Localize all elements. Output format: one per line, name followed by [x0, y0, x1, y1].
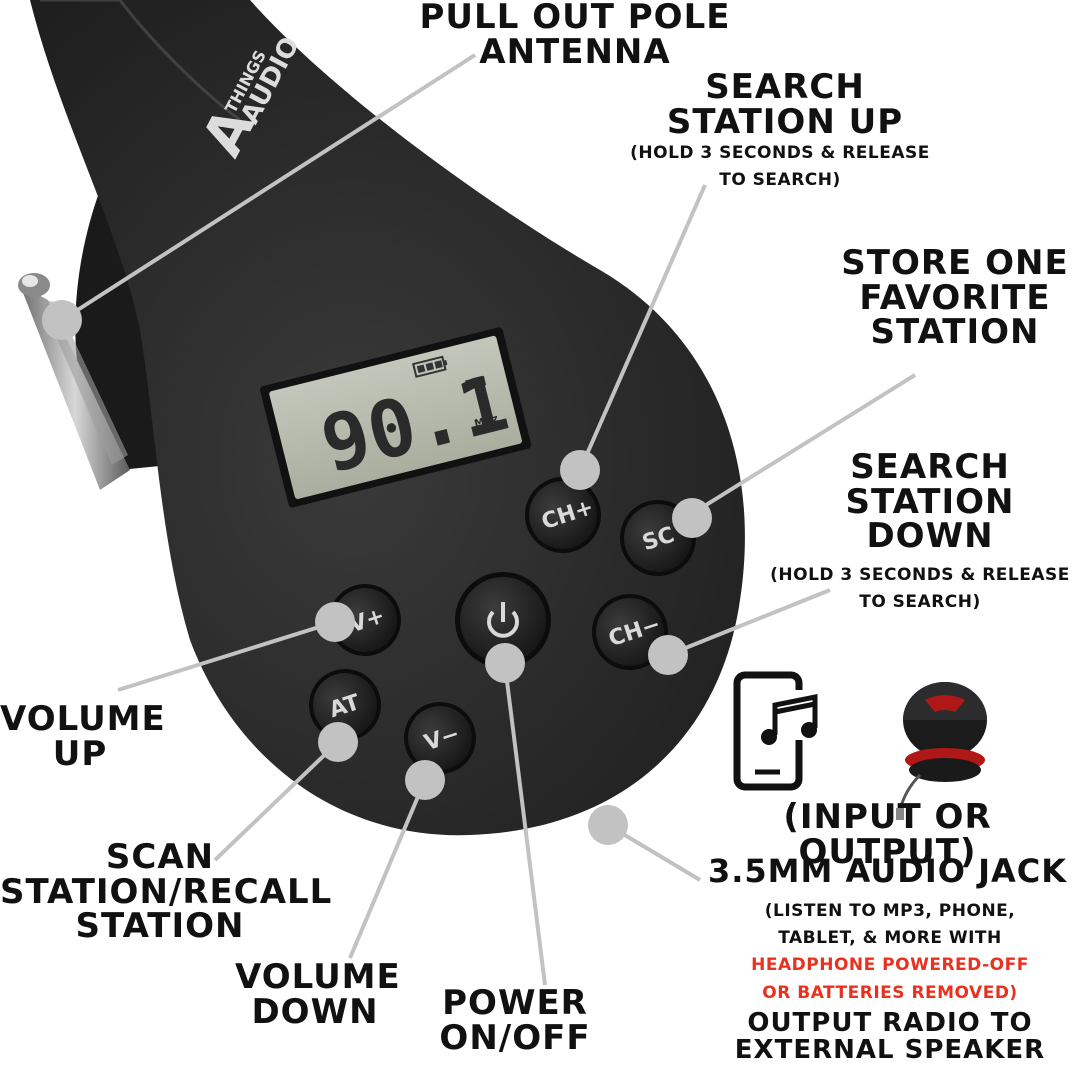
power-icon: [487, 602, 519, 638]
power-button[interactable]: [455, 572, 551, 668]
v-down-button[interactable]: V−: [395, 693, 486, 784]
ch-up-button[interactable]: CH+: [515, 467, 611, 563]
band-label: FM: [463, 374, 488, 394]
callout-dots: [42, 300, 712, 845]
at-button[interactable]: AT: [300, 660, 391, 751]
pole-antenna: [18, 273, 130, 490]
callout-lines: [60, 53, 917, 986]
jack-title: (INPUT OR OUTPUT): [783, 797, 992, 872]
jack-note: (LISTEN TO MP3, PHONE, TABLET, & MORE WI…: [751, 901, 1029, 1003]
battery-icon: [412, 355, 448, 378]
jack-name: 3.5MM AUDIO JACK: [707, 852, 1068, 890]
speaker-icon: [896, 682, 987, 820]
phone-music-icon: [733, 671, 822, 791]
